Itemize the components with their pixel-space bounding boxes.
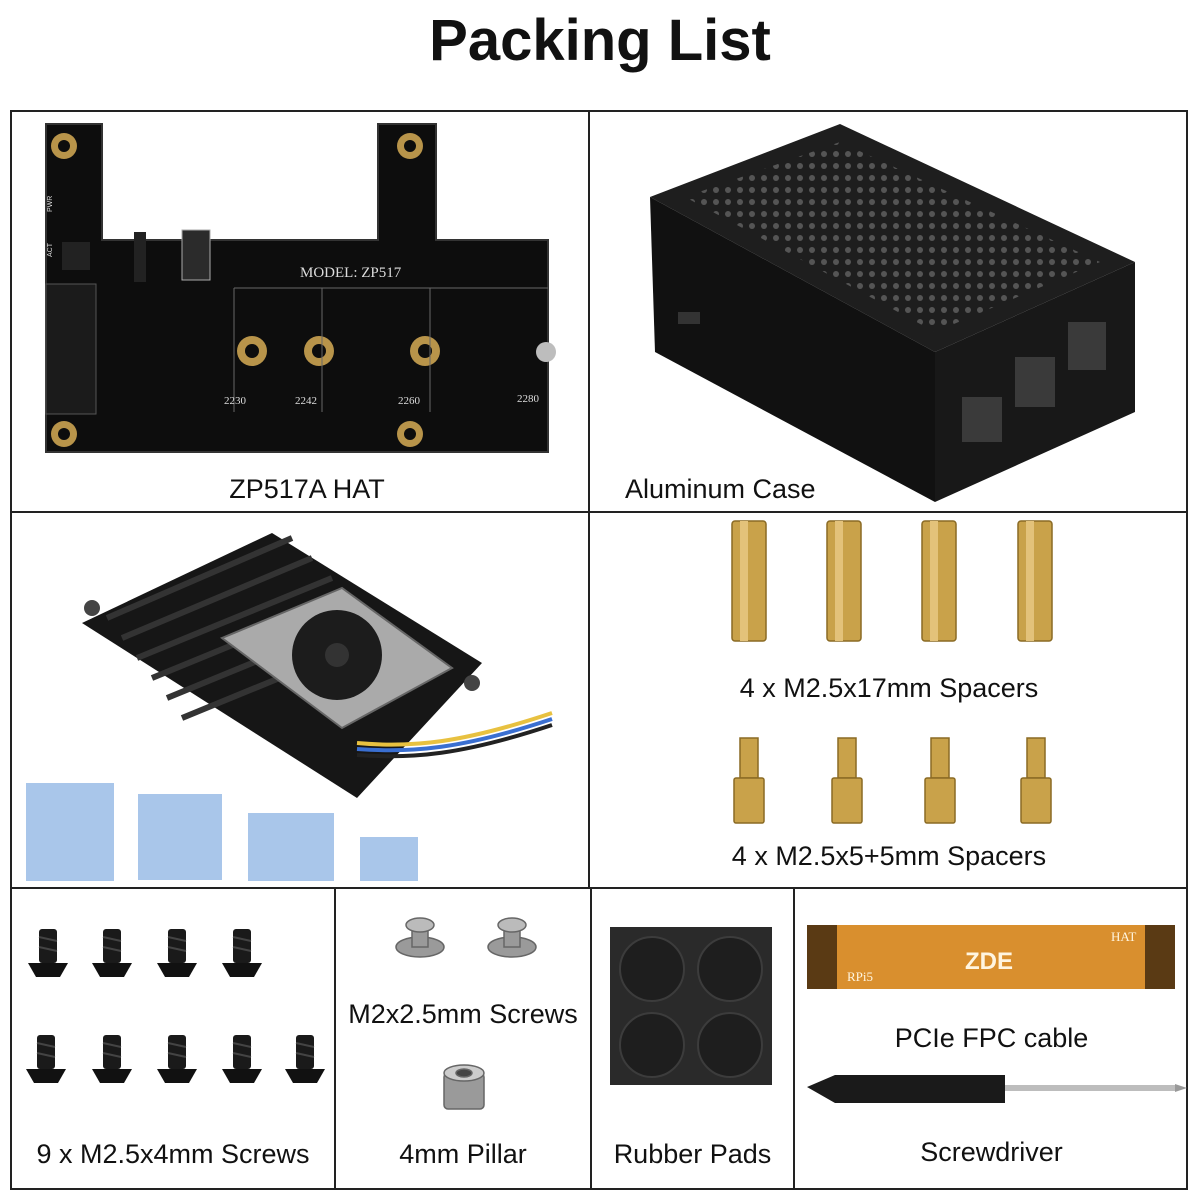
fpc-print-right: HAT	[1111, 929, 1136, 944]
long-spacers-image	[731, 520, 1053, 824]
screwdriver-image	[807, 1075, 1187, 1103]
long-spacers-label: 4 x M2.5x17mm Spacers	[739, 673, 1039, 703]
m2-screws-label: M2x2.5mm Screws	[348, 999, 578, 1029]
divider	[588, 112, 590, 888]
divider	[590, 888, 592, 1190]
slot-size-label: 2280	[517, 393, 540, 405]
divider	[334, 888, 336, 1190]
rubber-pads-image	[610, 927, 772, 1085]
slot-size-label: 2242	[295, 395, 317, 407]
fpc-cable-label: PCIe FPC cable	[894, 1023, 1089, 1053]
hat-board-image: MODEL: ZP517 2230 2242 2260 2280 PWR ACT	[45, 123, 556, 453]
hat-label: ZP517A HAT	[229, 474, 385, 504]
cell-m2-screws: M2x2.5mm Screws 4mm Pillar	[336, 889, 590, 1190]
short-spacers-label: 4 x M2.5x5+5mm Spacers	[731, 841, 1047, 871]
fpc-print-center: ZDE	[965, 948, 1013, 975]
cell-rubber-pads: Rubber Pads	[592, 889, 793, 1190]
slot-size-label: 2230	[224, 395, 247, 407]
fpc-cable-image: ZDE RPi5 HAT	[807, 925, 1187, 1103]
cell-case: Aluminum Case	[590, 112, 1188, 511]
packing-grid: MODEL: ZP517 2230 2242 2260 2280 PWR ACT…	[10, 110, 1188, 1190]
cell-spacers: 4 x M2.5x17mm Spacers 4 x M2.5x5+5mm Spa…	[590, 513, 1188, 887]
case-label: Aluminum Case	[625, 474, 816, 504]
divider	[793, 888, 795, 1190]
page-title: Packing List	[429, 8, 771, 73]
divider	[12, 511, 1188, 513]
slot-size-label: 2260	[398, 395, 421, 407]
cell-cooler	[12, 513, 588, 887]
cell-m25-screws: 9 x M2.5x4mm Screws	[12, 889, 334, 1190]
fpc-print-left: RPi5	[847, 969, 873, 984]
rubber-pads-label: Rubber Pads	[613, 1139, 772, 1169]
divider	[12, 887, 1188, 889]
hat-side-text: ACT	[47, 242, 54, 257]
aluminum-case-image	[650, 124, 1135, 502]
m2-screws-image	[395, 917, 537, 1110]
cell-hat: MODEL: ZP517 2230 2242 2260 2280 PWR ACT…	[12, 112, 588, 511]
m25-screws-label: 9 x M2.5x4mm Screws	[36, 1139, 310, 1169]
hat-model-text: MODEL: ZP517	[300, 265, 402, 281]
cell-fpc-screwdriver: ZDE RPi5 HAT PCIe FPC cable Screwdriver	[795, 889, 1188, 1190]
pillar-label: 4mm Pillar	[399, 1139, 527, 1169]
screwdriver-label: Screwdriver	[920, 1137, 1063, 1167]
active-cooler-image	[26, 533, 553, 881]
hat-side-text: PWR	[47, 196, 54, 212]
